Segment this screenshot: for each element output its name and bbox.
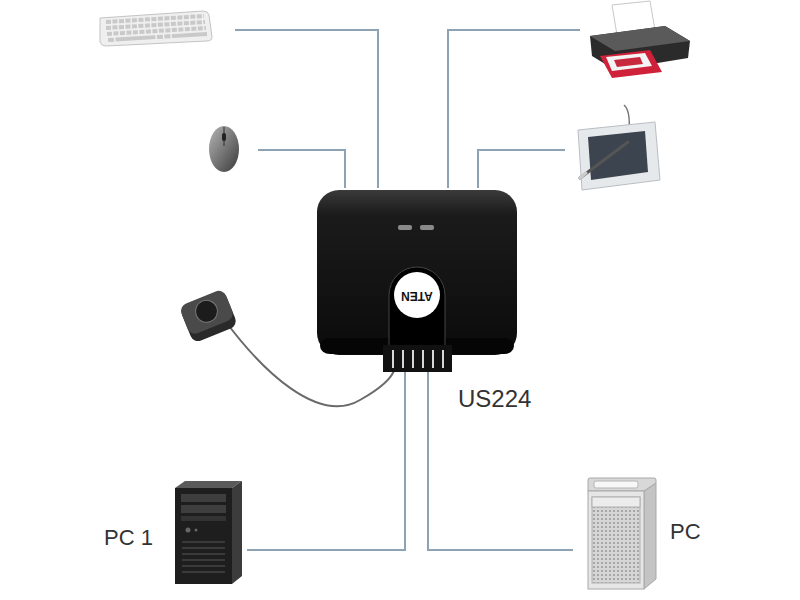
kvm-switch-body [394, 272, 440, 318]
drawing-tablet-icon [588, 131, 648, 180]
peripheral-wire [258, 150, 345, 188]
computer-label: PC 1 [104, 525, 153, 550]
tower-pc-icon [182, 565, 225, 567]
peripheral-wire [448, 30, 580, 188]
kvm-switch-body [402, 350, 404, 368]
kvm-switch-body [317, 190, 517, 355]
printer-icon [606, 53, 652, 71]
kvm-switch-body [420, 225, 434, 230]
kvm-switch-body [412, 350, 414, 368]
drawing-tablet-icon [580, 142, 628, 178]
tower-pc-icon [182, 541, 225, 543]
remote-switch [179, 288, 238, 343]
kvm-switch-body [422, 350, 424, 368]
usb-cable [428, 372, 573, 550]
brand-logo: ATEN [401, 288, 433, 302]
kvm-switch-body [389, 267, 445, 348]
tower-pc-icon [195, 529, 198, 532]
peripheral-wire [478, 150, 565, 188]
remote-switch [192, 297, 221, 326]
tower-pc-icon [186, 528, 191, 533]
keyboard-icon [108, 34, 207, 40]
tower-pc-icon [175, 481, 242, 488]
mouse-icon [222, 133, 226, 141]
keyboard-icon [106, 16, 204, 22]
printer-icon [614, 57, 643, 67]
computer-node: PC 1 [100, 478, 245, 586]
printer-icon [590, 26, 690, 51]
tower-pc-icon [232, 481, 242, 584]
tower-pc-icon [592, 497, 640, 507]
computer-node: PC [575, 475, 705, 593]
tower-pc-icon [182, 547, 225, 549]
printer-icon [590, 1, 690, 78]
keyboard-icon [100, 11, 212, 46]
kvm-switch-body [432, 350, 434, 368]
tower-pc-icon [580, 477, 662, 593]
model-name: US224 [458, 385, 531, 413]
tower-pc-icon [644, 483, 656, 589]
tower-pc-icon [182, 571, 225, 573]
mouse-icon [209, 126, 239, 172]
kvm-switch: ATEN US224 [317, 188, 542, 418]
tower-pc-icon [182, 542, 225, 572]
tower-pc-icon [175, 488, 232, 584]
peripheral-wire [235, 30, 378, 188]
remote-switch [179, 288, 235, 336]
tower-pc-icon [181, 505, 226, 513]
mouse-icon [209, 126, 239, 172]
tower-pc-icon [182, 553, 225, 555]
tower-pc-icon [181, 494, 226, 502]
tower-pc-icon [588, 491, 644, 589]
kvm-switch-body [393, 350, 443, 368]
keyboard-icon [106, 22, 205, 28]
kvm-switch-body [442, 350, 444, 368]
tower-pc-icon [181, 516, 226, 521]
tower-pc-icon [182, 559, 225, 561]
tower-pc-icon [588, 478, 656, 491]
drawing-tablet-icon [578, 122, 660, 190]
kvm-switch-body [392, 350, 394, 368]
drawing-tablet-icon [578, 105, 660, 190]
usb-cable [247, 372, 405, 550]
kvm-switch-body [317, 188, 517, 374]
kvm-switch-body [383, 345, 452, 372]
keyboard-icon [100, 11, 212, 46]
printer-icon [600, 50, 662, 78]
peripheral-wire [235, 30, 580, 188]
tower-pc-icon [594, 481, 638, 488]
kvm-switch-body [398, 225, 412, 230]
tower-pc-icon [170, 480, 245, 586]
computer-label: PC [670, 519, 701, 544]
drawing-tablet-icon [580, 173, 586, 178]
tower-pc-icon [592, 497, 640, 583]
